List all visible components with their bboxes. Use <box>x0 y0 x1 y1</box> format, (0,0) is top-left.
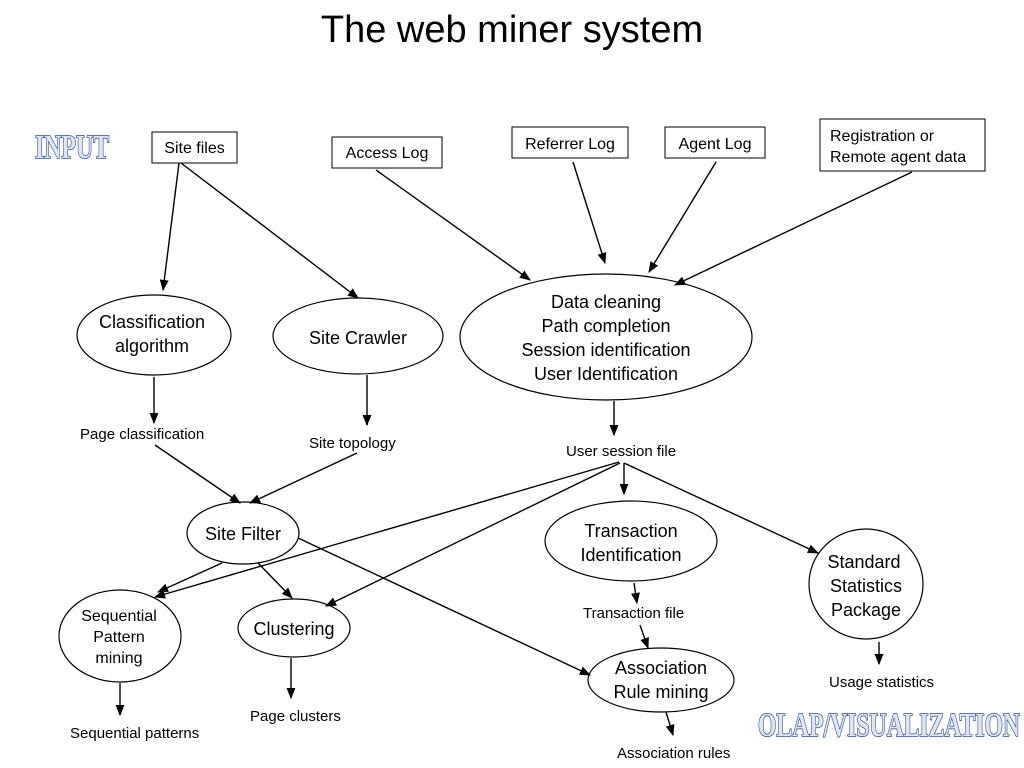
user-session-file-label: User session file <box>566 443 676 460</box>
classification-label-line1: Classification <box>99 312 205 332</box>
sequential-patterns-label: Sequential patterns <box>70 725 199 742</box>
classification-algorithm-node: Classification algorithm <box>76 294 232 376</box>
preprocessing-label-line2: Path completion <box>541 316 670 336</box>
standard-statistics-node: Standard Statistics Package <box>808 528 924 640</box>
page-classification-label: Page classification <box>80 426 204 443</box>
stats-label-line3: Package <box>831 600 901 620</box>
clustering-label: Clustering <box>253 619 334 639</box>
transaction-identification-node: Transaction Identification <box>544 500 718 582</box>
registration-label-line1: Registration or <box>830 128 935 145</box>
transaction-label-line2: Identification <box>580 545 681 565</box>
input-wordart-label: INPUT <box>35 129 109 166</box>
site-topology-label: Site topology <box>309 435 396 452</box>
arrow-filter-to-sequential <box>156 562 223 593</box>
arrow-registration-to-preprocessing <box>673 171 913 286</box>
registration-box: Registration or Remote agent data <box>819 118 986 172</box>
site-files-box: Site files <box>151 131 238 164</box>
arrow-site-files-to-classification <box>159 162 180 292</box>
arrow-filter-to-association <box>297 537 592 676</box>
sequential-label-line2: Pattern <box>93 629 145 646</box>
association-label-line2: Rule mining <box>613 682 708 702</box>
agent-log-box: Agent Log <box>664 126 766 159</box>
association-rules-label: Association rules <box>617 745 730 762</box>
arrow-referrer-log-to-preprocessing <box>572 161 607 265</box>
connector-arrows <box>115 161 913 737</box>
registration-label-line2: Remote agent data <box>830 149 966 166</box>
site-crawler-node: Site Crawler <box>272 297 444 375</box>
transaction-label-line1: Transaction <box>584 521 677 541</box>
preprocessing-label-line1: Data cleaning <box>551 292 661 312</box>
transaction-file-label: Transaction file <box>583 605 684 622</box>
arrow-access-log-to-preprocessing <box>375 169 531 281</box>
arrow-session-to-sequential <box>153 461 620 599</box>
stats-label-line2: Statistics <box>830 576 902 596</box>
page-title: The web miner system <box>321 9 703 51</box>
sequential-pattern-mining-node: Sequential Pattern mining <box>58 589 182 683</box>
site-files-label: Site files <box>164 140 224 157</box>
association-label-line1: Association <box>615 658 707 678</box>
clustering-node: Clustering <box>237 598 351 658</box>
preprocessing-label-line4: User Identification <box>534 364 678 384</box>
arrow-session-to-clustering <box>324 462 621 607</box>
preprocessing-label-line3: Session identification <box>521 340 690 360</box>
arrow-site-files-to-crawler <box>180 162 359 299</box>
arrow-page-classification-to-site-filter <box>154 444 241 504</box>
site-crawler-label: Site Crawler <box>309 328 407 348</box>
arrow-association-to-rules <box>665 711 675 737</box>
sequential-label-line3: mining <box>95 650 142 667</box>
arrow-transaction-to-transaction-file <box>631 582 640 605</box>
referrer-log-box: Referrer Log <box>511 126 629 159</box>
usage-statistics-label: Usage statistics <box>829 674 934 691</box>
agent-log-label: Agent Log <box>679 136 752 153</box>
arrow-agent-log-to-preprocessing <box>648 161 717 273</box>
preprocessing-node: Data cleaning Path completion Session id… <box>459 273 753 401</box>
page-clusters-label: Page clusters <box>250 708 341 725</box>
referrer-log-label: Referrer Log <box>525 136 615 153</box>
arrow-session-to-statistics <box>623 462 820 554</box>
site-filter-label: Site Filter <box>205 524 281 544</box>
classification-label-line2: algorithm <box>115 336 189 356</box>
arrow-transaction-file-to-association <box>639 624 649 650</box>
association-rule-mining-node: Association Rule mining <box>587 647 735 713</box>
sequential-label-line1: Sequential <box>81 608 157 625</box>
arrow-filter-to-clustering <box>257 562 293 599</box>
stats-label-line1: Standard <box>827 552 900 572</box>
olap-visualization-wordart-label: OLAP/VISUALIZATION <box>758 707 1020 744</box>
access-log-label: Access Log <box>346 145 429 162</box>
access-log-box: Access Log <box>331 136 443 169</box>
site-filter-node: Site Filter <box>186 501 300 565</box>
arrow-site-topology-to-site-filter <box>248 452 358 504</box>
